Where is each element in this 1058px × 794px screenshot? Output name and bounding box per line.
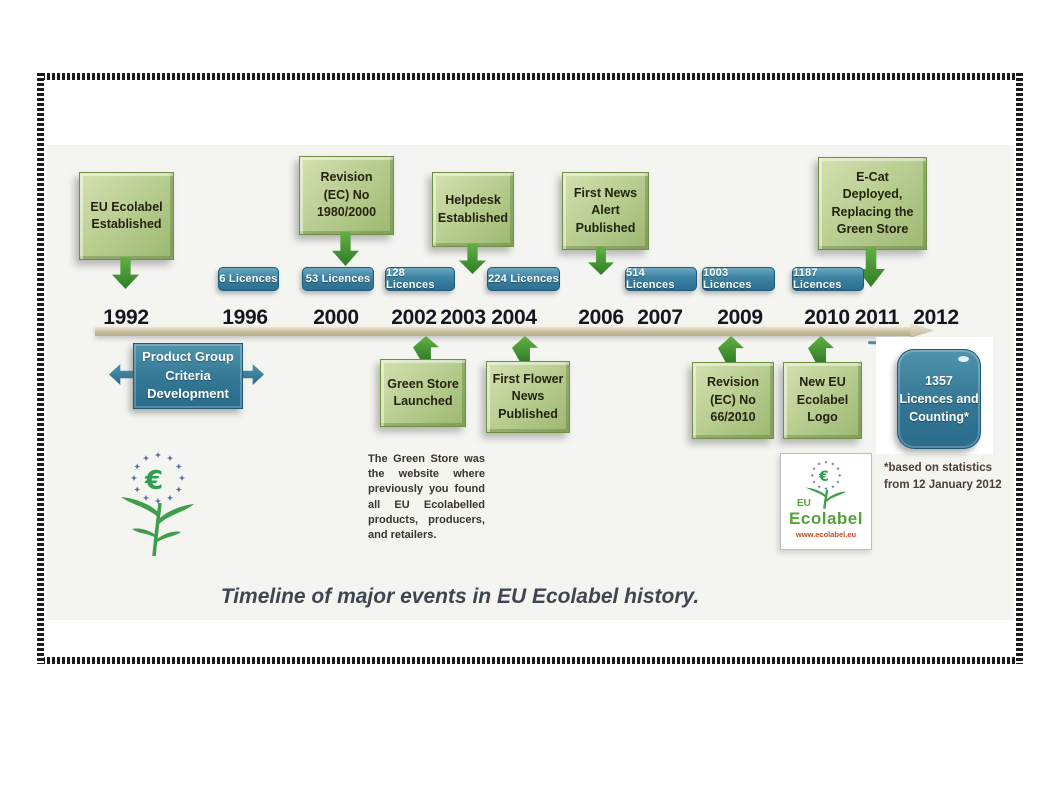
event-box-first-news-alert: First News Alert Published <box>562 172 649 250</box>
green-store-paragraph: The Green Store was the website where pr… <box>368 453 485 541</box>
statistics-note: *based on statistics from 12 January 201… <box>884 462 1002 491</box>
event-box-revision-66-2010: Revision (EC) No 66/2010 <box>692 362 774 439</box>
year-2011: 2011 <box>854 306 900 329</box>
year-2006: 2006 <box>578 306 624 329</box>
eu-ecolabel-flower-icon: € <box>121 452 194 557</box>
year-2002: 2002 <box>391 306 437 329</box>
frame-left-border <box>37 73 44 664</box>
year-1996: 1996 <box>222 306 268 329</box>
diagram-caption: Timeline of major events in EU Ecolabel … <box>220 585 700 608</box>
year-2012: 2012 <box>913 306 959 329</box>
logo-url-text: www.ecolabel.eu <box>795 530 857 539</box>
licence-badge-224: 224 Licences <box>487 267 560 291</box>
frame-bottom-border <box>37 657 1023 664</box>
event-box-ecat-deployed: E-Cat Deployed, Replacing the Green Stor… <box>818 157 927 250</box>
gloss-highlight <box>958 356 969 362</box>
frame-top-border <box>37 73 1023 80</box>
year-1992: 1992 <box>103 306 149 329</box>
logo-eu-text: EU <box>797 498 811 509</box>
event-box-revision-1980-2000: Revision (EC) No 1980/2000 <box>299 156 394 235</box>
licence-badge-514: 514 Licences <box>625 267 697 291</box>
logo-ecolabel-text: Ecolabel <box>789 509 863 528</box>
eu-ecolabel-logo: € EU Ecolabel www.ecolabel.eu <box>780 453 872 550</box>
licence-badge-53: 53 Licences <box>302 267 374 291</box>
timeline-bar <box>95 326 910 336</box>
event-box-green-store-launched: Green Store Launched <box>380 359 466 427</box>
licence-badge-1187: 1187 Licences <box>792 267 864 291</box>
event-box-new-eu-ecolabel-logo: New EU Ecolabel Logo <box>783 362 862 439</box>
event-box-helpdesk-established: Helpdesk Established <box>432 172 514 247</box>
svg-text:€: € <box>144 466 163 496</box>
year-2010: 2010 <box>804 306 850 329</box>
event-box-eu-ecolabel-established: EU Ecolabel Established <box>79 172 174 260</box>
frame-right-border <box>1016 73 1023 664</box>
year-2000: 2000 <box>313 306 359 329</box>
licence-badge-6: 6 Licences <box>218 267 279 291</box>
licence-badge-1003: 1003 Licences <box>702 267 775 291</box>
eu-ecolabel-flower-icon: € <box>805 460 847 509</box>
event-box-first-flower-news: First Flower News Published <box>486 361 570 433</box>
year-2007: 2007 <box>637 306 683 329</box>
year-2004: 2004 <box>491 306 537 329</box>
licence-badge-128: 128 Licences <box>385 267 455 291</box>
year-2003: 2003 <box>440 306 486 329</box>
product-group-criteria-box: Product Group Criteria Development <box>133 343 243 409</box>
svg-text:€: € <box>818 469 829 485</box>
year-2009: 2009 <box>717 306 763 329</box>
counting-box: 1357 Licences and Counting* <box>897 349 981 449</box>
